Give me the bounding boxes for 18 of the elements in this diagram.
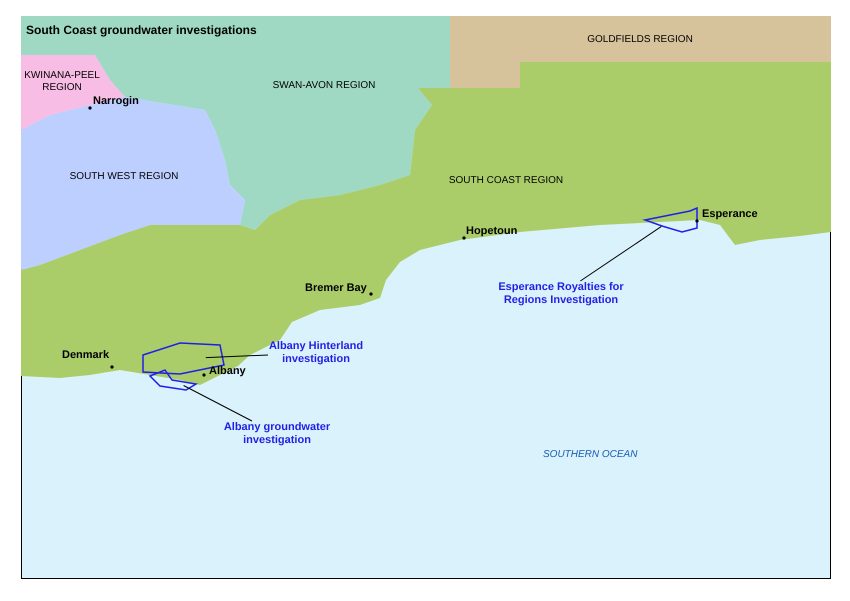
town-label: Narrogin: [93, 95, 139, 107]
region-name: SWAN-AVON REGION: [272, 80, 376, 92]
town-label: Hopetoun: [466, 225, 518, 237]
region-name: KWINANA-PEEL REGION: [23, 70, 101, 94]
region-name: SOUTH WEST REGION: [70, 171, 178, 183]
region-name: GOLDFIELDS REGION: [587, 34, 693, 46]
leader-line: [183, 385, 252, 422]
leader-line: [205, 354, 268, 358]
region-name: SOUTH COAST REGION: [448, 175, 564, 187]
town-label: Denmark: [62, 349, 110, 361]
town-label: Bremer Bay: [305, 282, 367, 294]
town-label: Albany: [209, 365, 246, 377]
callout-text: Albany Hinterland investigation: [268, 340, 364, 366]
map-title: South Coast groundwater investigations: [26, 23, 257, 37]
ocean-name: SOUTHERN OCEAN: [543, 449, 638, 460]
callout-text: Esperance Royalties for Regions Investigation: [497, 281, 625, 308]
callout-text: Albany groundwater investigation: [222, 421, 332, 448]
leader-line: [580, 226, 662, 282]
